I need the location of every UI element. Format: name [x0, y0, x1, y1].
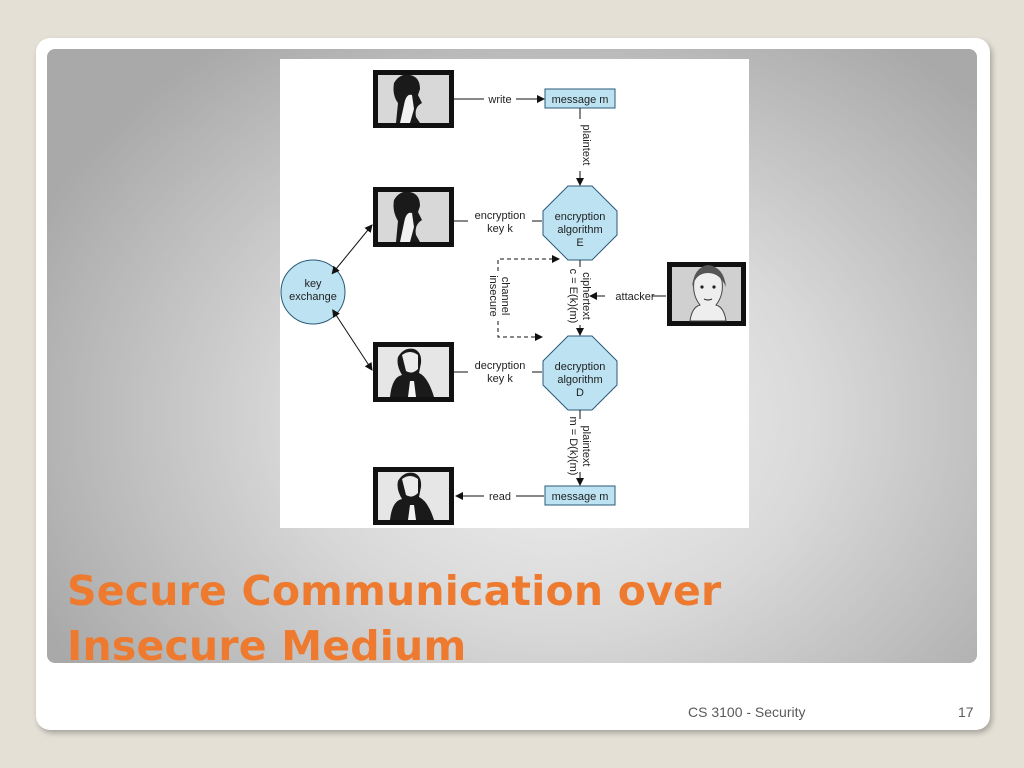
decryption-algorithm-line2: algorithm [557, 374, 602, 386]
plaintext-bottom-label: plaintext [580, 426, 592, 467]
decryption-algorithm-line3: D [576, 387, 584, 399]
diagram-connectors [331, 95, 666, 500]
decryption-key-label-line2: key k [487, 373, 513, 385]
reader-person-icon [373, 467, 454, 525]
encryption-key-label-line2: key k [487, 223, 513, 235]
decryption-key-label-line1: decryption [475, 360, 526, 372]
decryption-algorithm-node: decryption algorithm D [542, 335, 618, 411]
encryption-algorithm-line1: encryption [555, 211, 606, 223]
encryption-algorithm-node: encryption algorithm E [542, 185, 618, 261]
key-exchange-node: key exchange [280, 259, 346, 325]
insecure-channel-label-line2: channel [499, 277, 511, 316]
slide-page-number: 17 [958, 704, 974, 720]
decryptor-person-icon [373, 342, 454, 402]
encryptor-person-icon [373, 187, 454, 247]
key-exchange-bottom-link [332, 309, 373, 371]
decryption-algorithm-line1: decryption [555, 361, 606, 373]
message-top-box: message m [544, 88, 616, 109]
message-top-label: message m [552, 94, 609, 106]
encryption-key-label-line1: encryption [475, 210, 526, 222]
key-exchange-top-link [331, 224, 373, 275]
slide-title: Secure Communication over Insecure Mediu… [67, 567, 722, 670]
writer-person-icon [373, 70, 454, 128]
insecure-channel-label-line1: insecure [487, 275, 499, 317]
plaintext-formula-label: m = D(k)(m) [567, 417, 579, 476]
plaintext-top-label: plaintext [580, 125, 592, 166]
key-exchange-label-line2: exchange [289, 291, 337, 303]
ciphertext-formula-label: c = E(k)(m) [567, 269, 579, 324]
encryption-algorithm-line2: algorithm [557, 224, 602, 236]
write-label: write [487, 94, 511, 106]
insecure-channel-top [497, 255, 560, 271]
insecure-channel-bottom [497, 321, 543, 341]
encryption-algorithm-line3: E [576, 237, 583, 249]
read-label: read [489, 491, 511, 503]
message-bottom-box: message m [544, 485, 616, 506]
attacker-label: attacker [615, 291, 654, 303]
key-exchange-label-line1: key [304, 278, 322, 290]
footer-course-name: CS 3100 - Security [688, 704, 806, 720]
secure-communication-diagram: key exchange message m message m encrypt… [280, 59, 749, 528]
attacker-person-icon [667, 262, 746, 326]
message-bottom-label: message m [552, 491, 609, 503]
ciphertext-label: ciphertext [580, 272, 592, 320]
